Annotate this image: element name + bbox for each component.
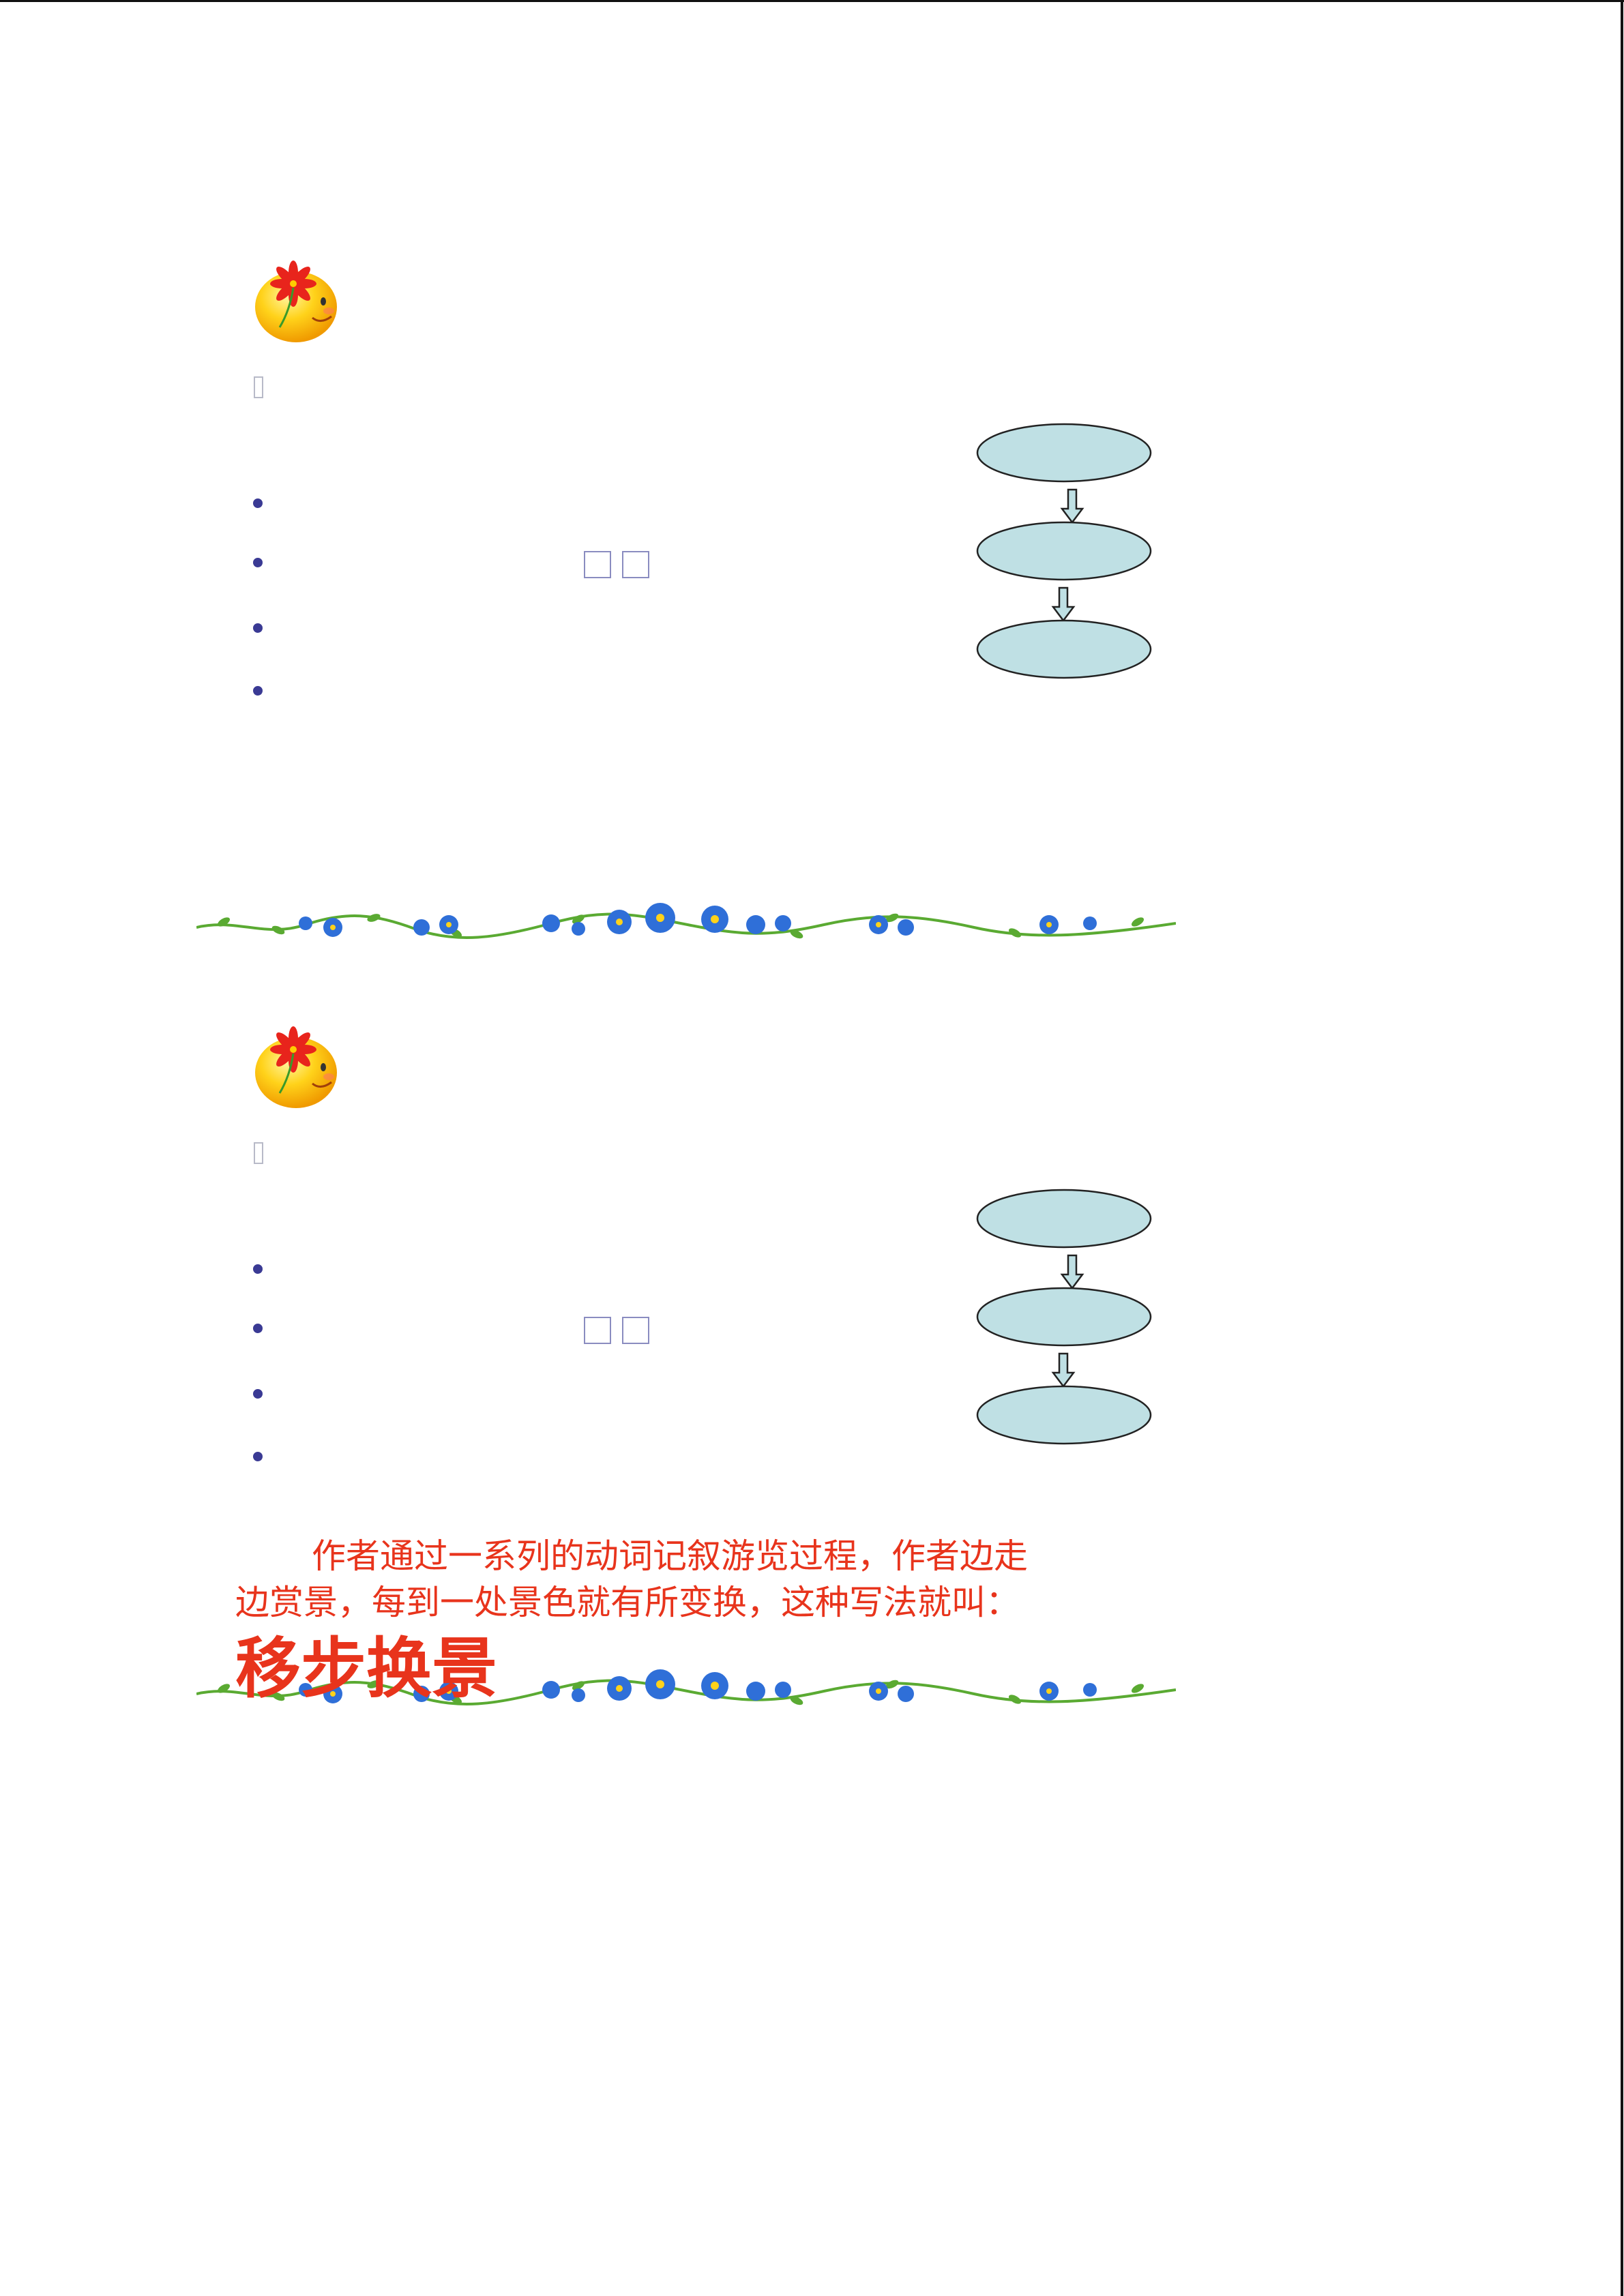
flower-vine-border	[196, 1664, 1177, 1718]
missing-glyph-boxes	[584, 1317, 649, 1344]
flower-vine-border	[196, 897, 1177, 952]
bullet	[253, 1324, 263, 1333]
bullet	[253, 686, 263, 696]
summary-caption: 作者通过一系列的动词记叙游览过程，作者边走 边赏景，每到一处景色就有所变换，这种…	[235, 1533, 1190, 1626]
bullet	[253, 1264, 263, 1274]
flow-node	[976, 423, 1152, 483]
flow-arrow	[1060, 1254, 1084, 1290]
slide-1	[0, 0, 1624, 767]
flower-smiley-icon	[252, 1025, 341, 1110]
flow-node	[976, 619, 1152, 679]
flow-node	[976, 1287, 1152, 1347]
flow-node	[976, 521, 1152, 581]
caption-line-1: 作者通过一系列的动词记叙游览过程，作者边走	[312, 1536, 1028, 1576]
missing-glyph	[622, 1317, 649, 1344]
page-edge-right	[1621, 0, 1623, 2296]
bullet	[253, 623, 263, 633]
flow-node	[976, 1189, 1152, 1249]
caption-line-2: 边赏景，每到一处景色就有所变换，这种写法就叫：	[235, 1583, 1020, 1622]
page-edge-top	[0, 0, 1624, 2]
flow-arrow	[1051, 586, 1076, 623]
flow-arrow	[1051, 1352, 1076, 1388]
missing-glyph	[622, 551, 649, 578]
flow-arrow	[1060, 488, 1084, 524]
bullet	[253, 498, 263, 508]
placeholder-glyph	[254, 376, 263, 398]
flower-smiley-icon	[252, 259, 341, 344]
missing-glyph-boxes	[584, 551, 649, 578]
bullet	[253, 1452, 263, 1461]
placeholder-glyph	[254, 1142, 263, 1164]
flow-node	[976, 1385, 1152, 1445]
highlight-term: 移步换景	[235, 1630, 497, 1707]
flow-diagram	[974, 1187, 1154, 1448]
missing-glyph	[584, 1317, 611, 1344]
flow-diagram	[974, 421, 1154, 682]
slide-2	[0, 766, 1624, 1533]
bullet	[253, 558, 263, 567]
bullet	[253, 1389, 263, 1399]
missing-glyph	[584, 551, 611, 578]
